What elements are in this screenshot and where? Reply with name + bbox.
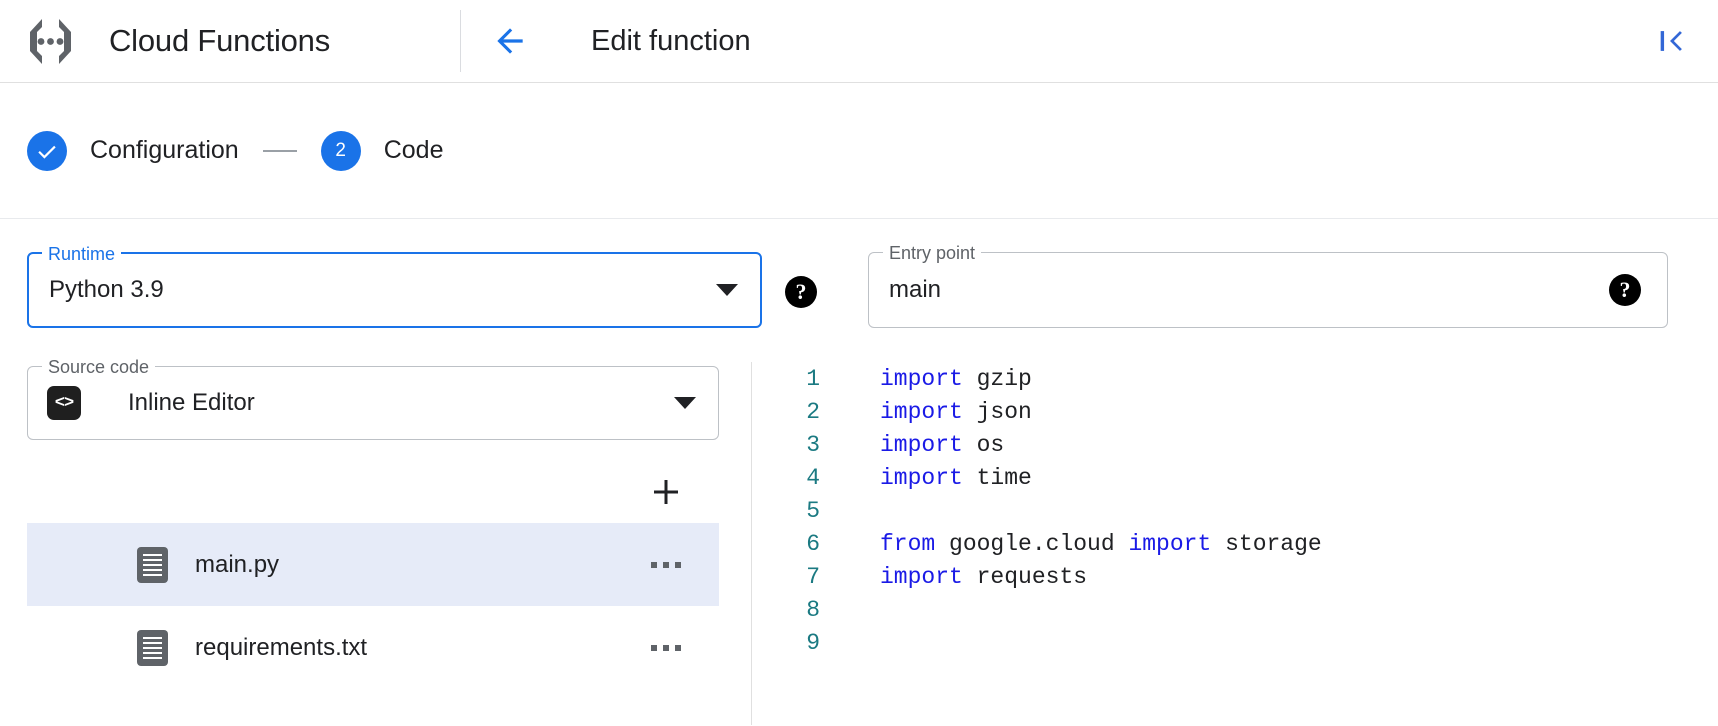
- add-file-button[interactable]: [645, 471, 687, 513]
- step-number-label: 2: [335, 140, 346, 161]
- code-keyword: import: [880, 563, 963, 590]
- wizard-stepper: Configuration 2 Code: [0, 83, 1718, 219]
- code-editor[interactable]: 1 import gzip 2 import json 3 import os 4 impor…: [760, 362, 1718, 725]
- file-list: main.py requirements.txt: [27, 523, 719, 689]
- chevron-down-icon[interactable]: [674, 397, 696, 409]
- line-number: 1: [806, 365, 820, 392]
- entry-point-label: Entry point: [883, 242, 982, 264]
- header-divider: [460, 10, 461, 72]
- line-number: 9: [806, 629, 820, 656]
- file-name: main.py: [195, 550, 280, 578]
- line-number: 2: [806, 398, 820, 425]
- source-code-select[interactable]: Source code <> Inline Editor: [27, 356, 719, 440]
- code-token: json: [962, 398, 1032, 425]
- entry-point-help-wrapper: ?: [1609, 274, 1641, 306]
- step-label-configuration: Configuration: [90, 136, 239, 164]
- brand-area[interactable]: Cloud Functions: [0, 0, 460, 82]
- code-text: import os: [828, 432, 1004, 458]
- collapse-panel-icon[interactable]: [1648, 17, 1696, 65]
- code-token: requests: [962, 563, 1088, 590]
- source-code-label: Source code: [42, 356, 156, 378]
- line-number: 6: [806, 530, 820, 557]
- file-icon: [137, 546, 168, 583]
- code-line[interactable]: 8: [760, 593, 1718, 626]
- code-text: import gzip: [828, 366, 1032, 392]
- code-line[interactable]: 1 import gzip: [760, 362, 1718, 395]
- panel-divider: [751, 362, 752, 725]
- file-icon: [137, 629, 168, 666]
- more-options-icon[interactable]: [643, 554, 689, 576]
- line-number: 7: [806, 563, 820, 590]
- file-list-item-requirements-txt[interactable]: requirements.txt: [27, 606, 719, 689]
- code-line[interactable]: 2 import json: [760, 395, 1718, 428]
- code-brackets-icon: <>: [47, 386, 81, 420]
- code-keyword: import: [880, 365, 963, 392]
- step-connector: [262, 149, 297, 152]
- cloud-functions-logo-icon: [22, 13, 79, 70]
- code-keyword: import: [880, 431, 963, 458]
- code-line[interactable]: 6 from google.cloud import storage: [760, 527, 1718, 560]
- code-line[interactable]: 4 import time: [760, 461, 1718, 494]
- code-token: time: [962, 464, 1032, 491]
- code-keyword: import: [1128, 530, 1212, 557]
- main-content: Runtime Python 3.9 ? Entry point main ? …: [0, 219, 1718, 725]
- code-text: import time: [828, 465, 1032, 491]
- chevron-down-icon[interactable]: [716, 284, 738, 296]
- step-configuration[interactable]: Configuration: [27, 130, 239, 171]
- code-token: google.cloud: [935, 530, 1129, 557]
- line-number: 3: [806, 431, 820, 458]
- code-token: os: [962, 431, 1005, 458]
- code-keyword: from: [880, 530, 936, 557]
- file-list-item-main-py[interactable]: main.py: [27, 523, 719, 606]
- step-number-badge: 2: [320, 130, 361, 171]
- code-keyword: import: [880, 464, 963, 491]
- help-icon[interactable]: ?: [785, 276, 817, 308]
- code-line[interactable]: 9: [760, 626, 1718, 659]
- app-header: Cloud Functions Edit function: [0, 0, 1718, 83]
- file-name: requirements.txt: [195, 633, 368, 661]
- code-line[interactable]: 7 import requests: [760, 560, 1718, 593]
- code-keyword: import: [880, 398, 963, 425]
- line-number: 8: [806, 596, 820, 623]
- page-header: Edit function: [461, 0, 1648, 82]
- step-label-code: Code: [383, 136, 444, 164]
- arrow-left-icon[interactable]: [489, 20, 531, 62]
- help-icon[interactable]: ?: [1609, 274, 1641, 306]
- code-line[interactable]: 3 import os: [760, 428, 1718, 461]
- entry-point-input[interactable]: Entry point main ?: [868, 242, 1668, 328]
- line-number: 4: [806, 464, 820, 491]
- brand-title: Cloud Functions: [109, 23, 331, 58]
- runtime-help-wrapper: ?: [785, 276, 817, 308]
- source-code-value: Inline Editor: [128, 389, 255, 416]
- step-code[interactable]: 2 Code: [320, 130, 444, 171]
- runtime-value: Python 3.9: [49, 276, 164, 303]
- code-line[interactable]: 5: [760, 494, 1718, 527]
- code-text: from google.cloud import storage: [828, 531, 1322, 557]
- check-icon: [27, 130, 67, 171]
- line-number: 5: [806, 497, 820, 524]
- more-options-icon[interactable]: [643, 637, 689, 659]
- runtime-select[interactable]: Runtime Python 3.9: [27, 243, 762, 328]
- page-title: Edit function: [591, 24, 751, 57]
- code-text: import requests: [828, 564, 1087, 590]
- code-text: import json: [828, 399, 1032, 425]
- runtime-label: Runtime: [42, 243, 122, 265]
- code-token: storage: [1211, 530, 1322, 557]
- entry-point-value[interactable]: main: [889, 276, 942, 303]
- code-token: gzip: [962, 365, 1032, 392]
